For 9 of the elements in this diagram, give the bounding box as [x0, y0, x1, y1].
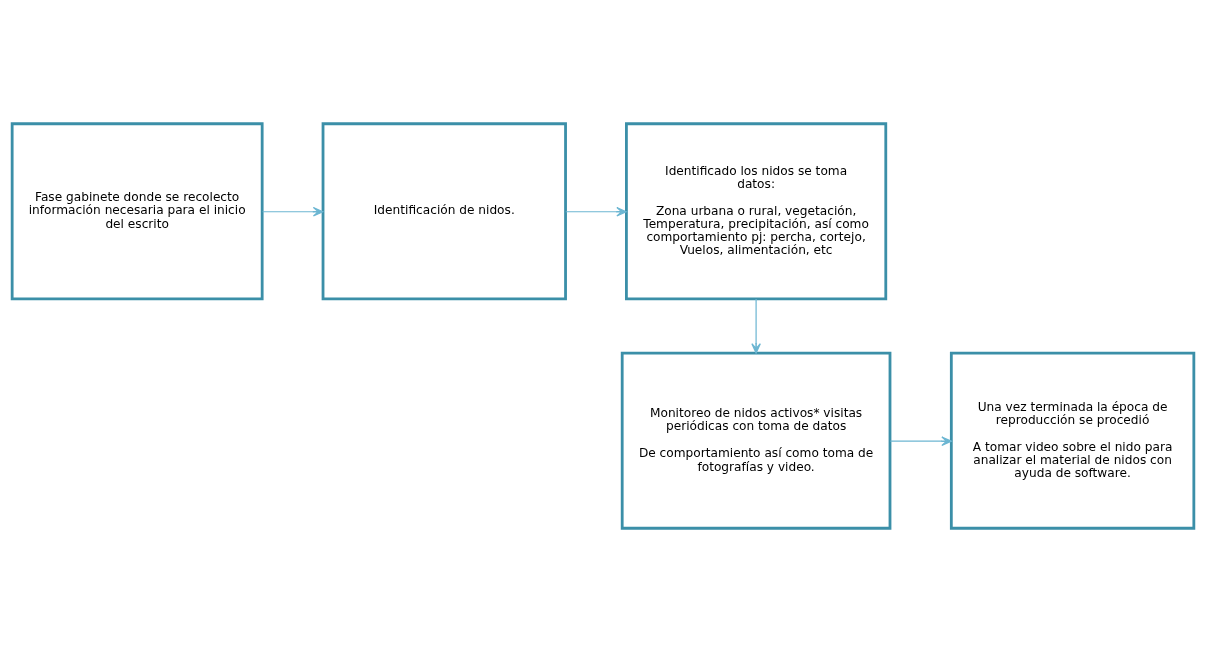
node-box: Monitoreo de nidos activos* visitas periódicas con toma de datos De comportamiento así como toma de fotografías y video. [620, 351, 892, 530]
node-box: Una vez terminada la época de reproducción se procedió A tomar video sobre el nido para analizar el material de nidos con ayuda de software. [949, 351, 1196, 530]
node-box: Fase gabinete donde se recolecto información necesaria para el inicio del escrito [10, 122, 264, 301]
arrow [261, 206, 324, 217]
arrow [751, 298, 761, 354]
node-box: Identificado los nidos se toma datos: Zona urbana o rural, vegetación, Temperatura, precipitación, así como comportamiento pj: percha, cortejo, Vuelos, alimentación, etc [625, 122, 888, 301]
arrow [565, 206, 627, 217]
arrow [889, 436, 952, 446]
node-box: Identificación de nidos. [321, 122, 567, 301]
